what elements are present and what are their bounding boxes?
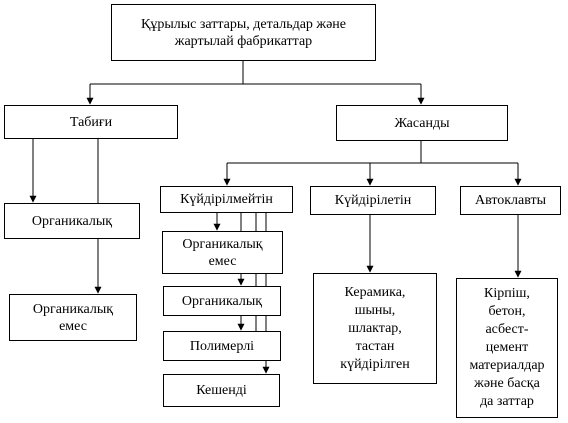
natural-label: Табиғи [69, 114, 113, 130]
natural-inorganic-line-1: Органикалық [32, 301, 114, 317]
autoclave-item-line: цемент [485, 340, 529, 355]
autoclave-item-line: асбест- [485, 322, 529, 337]
artificial-box: Жасанды [336, 105, 508, 141]
autoclave-item-line: Кірпіш, [484, 286, 530, 301]
non-fired-complex-label: Кешенді [196, 383, 247, 398]
root-label-line-2: жартылай фабрикаттар [174, 33, 313, 49]
natural-organic-box: Органикалық [4, 203, 140, 239]
root-box: Құрылыс заттары, детальдар және жартылай… [111, 4, 376, 61]
fired-item-line: шыны, [354, 302, 396, 318]
natural-inorganic-box: Органикалық емес [9, 294, 137, 341]
fired-item-line: күйдірілген [340, 356, 410, 372]
autoclave-item-line: бетон, [488, 304, 526, 319]
root-label-line-1: Құрылыс заттары, детальдар және [140, 16, 347, 32]
autoclave-items-box: Кірпіш, бетон, асбест- цемент материалда… [456, 278, 558, 418]
autoclave-item-line: материалдар [469, 358, 545, 373]
non-fired-polymer-label: Полимерлі [189, 338, 255, 354]
fired-item-line: тастан [355, 338, 395, 354]
autoclave-label: Автоклавты [474, 193, 547, 208]
non-fired-inorganic-line-2: емес [208, 253, 237, 269]
autoclave-box: Автоклавты [460, 186, 561, 215]
fired-item-line: шлактар, [348, 320, 402, 336]
fired-box: Күйдірілетін [310, 186, 436, 215]
non-fired-inorganic-box: Органикалық емес [162, 231, 283, 274]
natural-inorganic-line-2: емес [59, 318, 87, 334]
artificial-label: Жасанды [394, 115, 450, 131]
natural-organic-label: Органикалық [31, 213, 113, 229]
non-fired-box: Күйдірілмейтін [160, 186, 293, 213]
non-fired-polymer-box: Полимерлі [163, 331, 281, 361]
fired-item-line: Керамика, [344, 284, 406, 300]
non-fired-organic-label: Органикалық [181, 293, 263, 309]
non-fired-complex-box: Кешенді [163, 374, 280, 407]
non-fired-inorganic-line-1: Органикалық [182, 236, 263, 252]
autoclave-item-line: және басқа [474, 376, 540, 391]
non-fired-organic-box: Органикалық [163, 286, 281, 316]
natural-box: Табиғи [4, 105, 178, 139]
fired-label: Күйдірілетін [334, 193, 412, 208]
non-fired-label: Күйдірілмейтін [180, 192, 273, 207]
autoclave-item-line: да заттар [480, 394, 534, 409]
fired-items-box: Керамика, шыны, шлактар, тастан күйдіріл… [313, 273, 437, 384]
